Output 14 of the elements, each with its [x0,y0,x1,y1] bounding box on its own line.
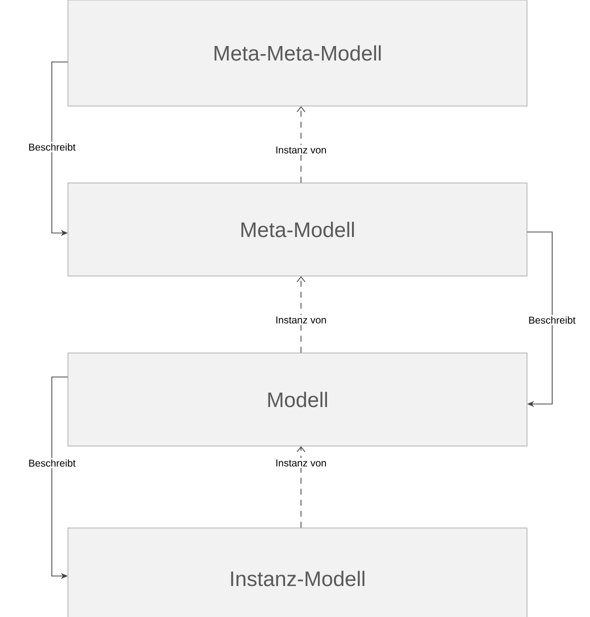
arrow [296,106,306,184]
process-box: Meta-Meta-Modell [68,0,528,106]
edge-label: Instanz von [274,145,328,155]
process-box: Modell [68,352,528,446]
process-box: Instanz-Modell [68,528,528,617]
edge-label: Instanz von [274,458,328,468]
arrow [296,276,306,354]
edge-label: Instanz von [274,315,328,325]
arrow [526,232,553,408]
edge-label: Beschreibt [26,458,78,468]
arrow [296,446,306,528]
process-box: Meta-Modell [68,182,528,276]
edge-label: Beschreibt [26,142,78,152]
edge-label: Beschreibt [526,314,578,326]
